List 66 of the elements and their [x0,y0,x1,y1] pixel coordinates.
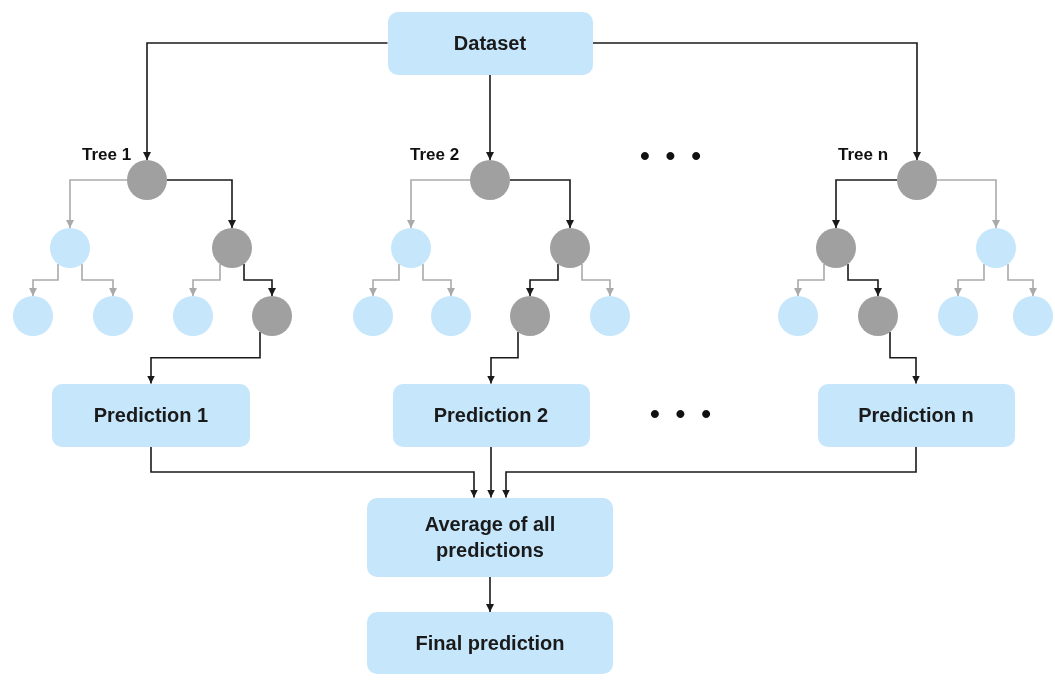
tree-node-circle [127,160,167,200]
box-label: Dataset [452,31,528,56]
tree-node-circle [50,228,90,268]
arrow [66,179,128,229]
process-box [387,11,593,75]
tree-node-circle [1013,296,1053,336]
arrow [487,445,495,499]
tree-node-circle [431,296,471,336]
tree-node-circle [353,296,393,336]
tree-node-circle [212,228,252,268]
tree-node-circle [550,228,590,268]
arrow [591,42,921,161]
arrow [794,263,825,297]
arrow [369,263,400,297]
tree-node-circle [93,296,133,336]
arrow [1007,263,1037,297]
arrow [407,179,471,229]
tree-node-circle [173,296,213,336]
ellipsis-dots: • • • [650,398,715,430]
tree-node-circle [897,160,937,200]
arrow [147,331,261,385]
box-label: Prediction 1 [92,403,210,428]
ellipsis-dots: • • • [640,140,705,172]
arrow [166,179,236,229]
process-box [52,383,250,447]
arrow [509,179,574,229]
arrow [81,263,117,297]
arrow [832,179,898,229]
arrow [889,331,920,385]
tree-node-circle [13,296,53,336]
arrow [487,331,519,385]
tree-node-circle [816,228,856,268]
process-box [367,497,613,577]
tree-node-circle [938,296,978,336]
arrow [954,263,985,297]
arrow [189,263,221,297]
box-label: Average of all predictions [423,512,557,563]
process-box [817,383,1015,447]
arrow [150,445,478,499]
tree-node-circle [976,228,1016,268]
tree-node-circle [778,296,818,336]
box-label: Prediction 2 [432,403,550,428]
process-box [367,612,613,674]
arrow [847,263,882,297]
tree-label: Tree n [838,145,889,165]
box-label: Prediction n [857,403,975,428]
arrow [143,42,389,161]
arrow [486,575,494,613]
arrow [243,263,276,297]
box-label: Final prediction [414,631,566,656]
tree-node-circle [858,296,898,336]
arrow [581,263,614,297]
tree-node-circle [252,296,292,336]
tree-node-circle [470,160,510,200]
tree-node-circle [391,228,431,268]
tree-node-circle [590,296,630,336]
process-box [392,383,590,447]
arrow [29,263,59,297]
arrow [936,179,1000,229]
tree-label: Tree 2 [410,145,460,165]
arrow [422,263,455,297]
arrow [502,445,917,499]
arrow [526,263,559,297]
arrow [486,73,494,161]
tree-label: Tree 1 [82,145,132,165]
tree-node-circle [510,296,550,336]
